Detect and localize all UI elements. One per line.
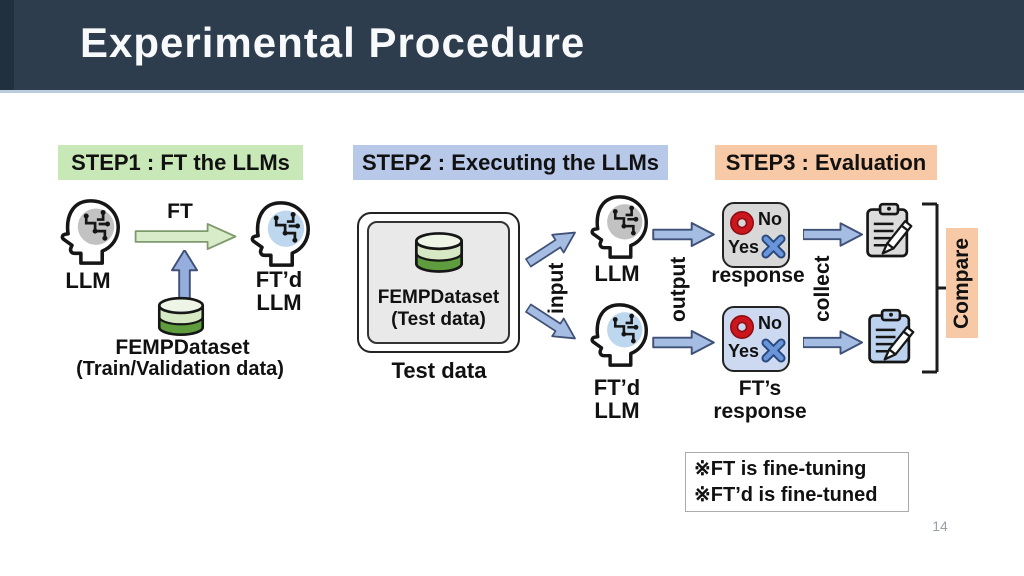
compare-label: Compare xyxy=(946,228,978,338)
llm-head-icon xyxy=(56,196,120,268)
compare-bracket xyxy=(920,202,948,374)
ft-arrow-label: FT xyxy=(167,200,193,223)
ft-response-box: No Yes xyxy=(722,306,790,372)
footnote-line1: ※FT is fine-tuning xyxy=(694,458,867,480)
ftd-llm-label-step2-line2: LLM xyxy=(594,398,640,423)
header-accent-stripe xyxy=(0,0,14,90)
step2-label: STEP2 : Executing the LLMs xyxy=(353,145,668,180)
yes-label: Yes xyxy=(728,237,760,257)
clipboard-icon-top xyxy=(864,200,914,262)
ftd-llm-head-icon-step2 xyxy=(586,300,648,370)
test-data-caption: Test data xyxy=(391,358,487,383)
header-bar xyxy=(0,0,1024,90)
page-number: 14 xyxy=(932,518,948,534)
page-title: Experimental Procedure xyxy=(80,19,586,66)
llm-head-icon-step2 xyxy=(586,192,648,262)
test-dataset-title: FEMPDataset xyxy=(377,287,500,308)
llm-label: LLM xyxy=(65,268,111,293)
footnote-line2: ※FT’d is fine-tuned xyxy=(694,484,878,506)
x-mark-icon xyxy=(761,234,786,259)
database-icon xyxy=(151,296,211,336)
header-underline xyxy=(0,90,1024,93)
ft-response-label-line2: response xyxy=(713,400,807,423)
clipboard-icon-bottom xyxy=(866,306,916,368)
ftd-llm-label-step2-line1: FT’d xyxy=(593,375,641,400)
ftd-llm-label-line2: LLM xyxy=(256,290,302,315)
output-arrow-bottom xyxy=(652,330,716,355)
ftd-llm-label: FT’d LLM xyxy=(246,268,312,314)
response-box: No Yes xyxy=(722,202,790,268)
collect-arrow-top xyxy=(803,222,863,247)
femp-dataset-subtitle: (Train/Validation data) xyxy=(76,358,284,380)
output-arrow-top xyxy=(652,222,716,247)
o-mark-icon xyxy=(730,211,754,235)
ftd-llm-label-step2: FT’d LLM xyxy=(584,376,650,422)
collect-label: collect xyxy=(811,255,834,323)
input-label: input xyxy=(545,262,568,314)
test-database-icon xyxy=(410,230,468,274)
no-label: No xyxy=(758,313,782,333)
o-mark-icon xyxy=(730,315,754,339)
x-mark-icon xyxy=(761,338,786,363)
footnote-box: ※FT is fine-tuning ※FT’d is fine-tuned xyxy=(685,452,909,512)
collect-arrow-bottom xyxy=(803,330,863,355)
test-dataset-subtitle: (Test data) xyxy=(391,309,486,330)
femp-dataset-name: FEMPDataset xyxy=(115,336,250,359)
step3-label: STEP3 : Evaluation xyxy=(715,145,937,180)
response-label: response xyxy=(711,264,805,287)
ft-arrow xyxy=(131,223,241,250)
ft-response-label-line1: FT’s xyxy=(738,377,782,400)
ft-response-label: FT’s response xyxy=(705,377,815,423)
output-label: output xyxy=(667,256,690,322)
llm-label-step2: LLM xyxy=(594,261,640,286)
yes-label: Yes xyxy=(728,341,760,361)
step1-label: STEP1 : FT the LLMs xyxy=(58,145,303,180)
no-label: No xyxy=(758,209,782,229)
ftd-llm-label-line1: FT’d xyxy=(255,267,303,292)
ftd-llm-head-icon xyxy=(246,198,310,270)
